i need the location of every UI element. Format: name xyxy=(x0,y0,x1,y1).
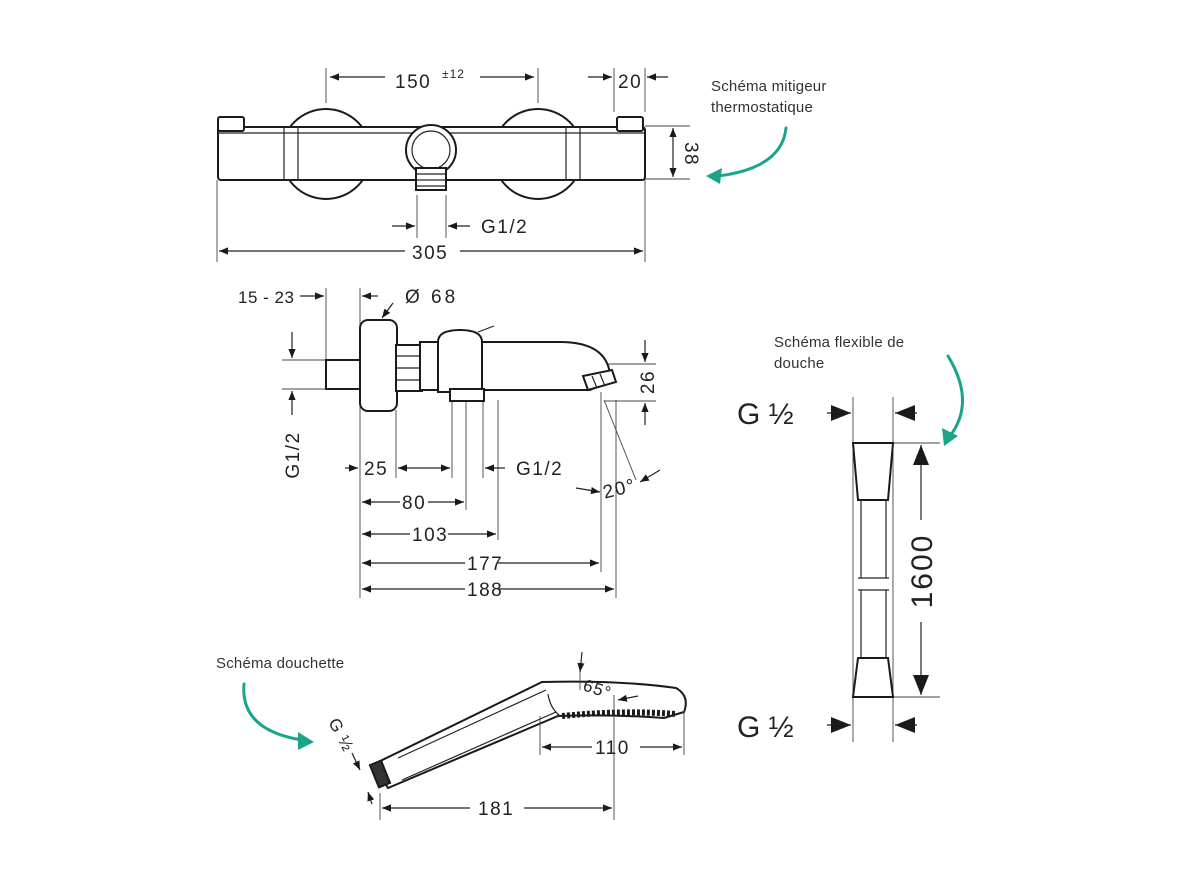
dim-d68: Ø 68 xyxy=(405,287,458,308)
dim-150-tol: ±12 xyxy=(442,67,465,81)
note-thermostatic-line1: Schéma mitigeur xyxy=(711,78,827,95)
curved-arrow-hose xyxy=(946,354,964,438)
dim-g12-top: G1/2 xyxy=(481,217,528,238)
dim-110: 110 xyxy=(595,738,630,759)
note-thermostatic-line2: thermostatique xyxy=(711,99,813,116)
dim-g12-horizontal: G1/2 xyxy=(516,459,563,480)
dim-181: 181 xyxy=(478,799,514,820)
dim-305: 305 xyxy=(412,243,448,264)
dim-103: 103 xyxy=(412,525,448,546)
dim-20: 20 xyxy=(618,72,642,93)
dim-177: 177 xyxy=(467,554,503,575)
curved-arrow-handshower xyxy=(242,682,304,742)
curved-arrow-thermostatic xyxy=(716,126,788,178)
annotations: Schéma mitigeur thermostatique Schéma fl… xyxy=(216,78,964,750)
dim-150: 150 xyxy=(395,72,431,93)
dim-20-degrees: 20° xyxy=(601,475,638,503)
note-handshower: Schéma douchette xyxy=(216,655,344,672)
note-hose-line1: Schéma flexible de xyxy=(774,334,904,351)
hand-shower-view: G ½ 65° 110 181 xyxy=(324,651,687,820)
dim-15-23: 15 - 23 xyxy=(238,288,294,307)
dim-1600: 1600 xyxy=(906,534,939,609)
dim-80: 80 xyxy=(402,493,426,514)
dim-26: 26 xyxy=(638,370,659,394)
dim-25: 25 xyxy=(364,459,388,480)
dim-g12-vertical: G1/2 xyxy=(283,431,304,478)
thermostatic-side-view: 15 - 23 Ø 68 G1/2 25 G1/2 80 103 177 188… xyxy=(238,287,661,601)
hose-g12-top: G ½ xyxy=(737,398,794,431)
dim-188: 188 xyxy=(467,580,503,601)
hose-g12-bottom: G ½ xyxy=(737,711,794,744)
hand-g12: G ½ xyxy=(324,715,357,755)
dim-38: 38 xyxy=(680,142,701,166)
thermostatic-top-view: 150 ±12 20 38 G1/2 305 xyxy=(216,67,701,264)
note-hose-line2: douche xyxy=(774,355,824,372)
shower-hose-view: G ½ G ½ 1600 xyxy=(737,397,940,744)
